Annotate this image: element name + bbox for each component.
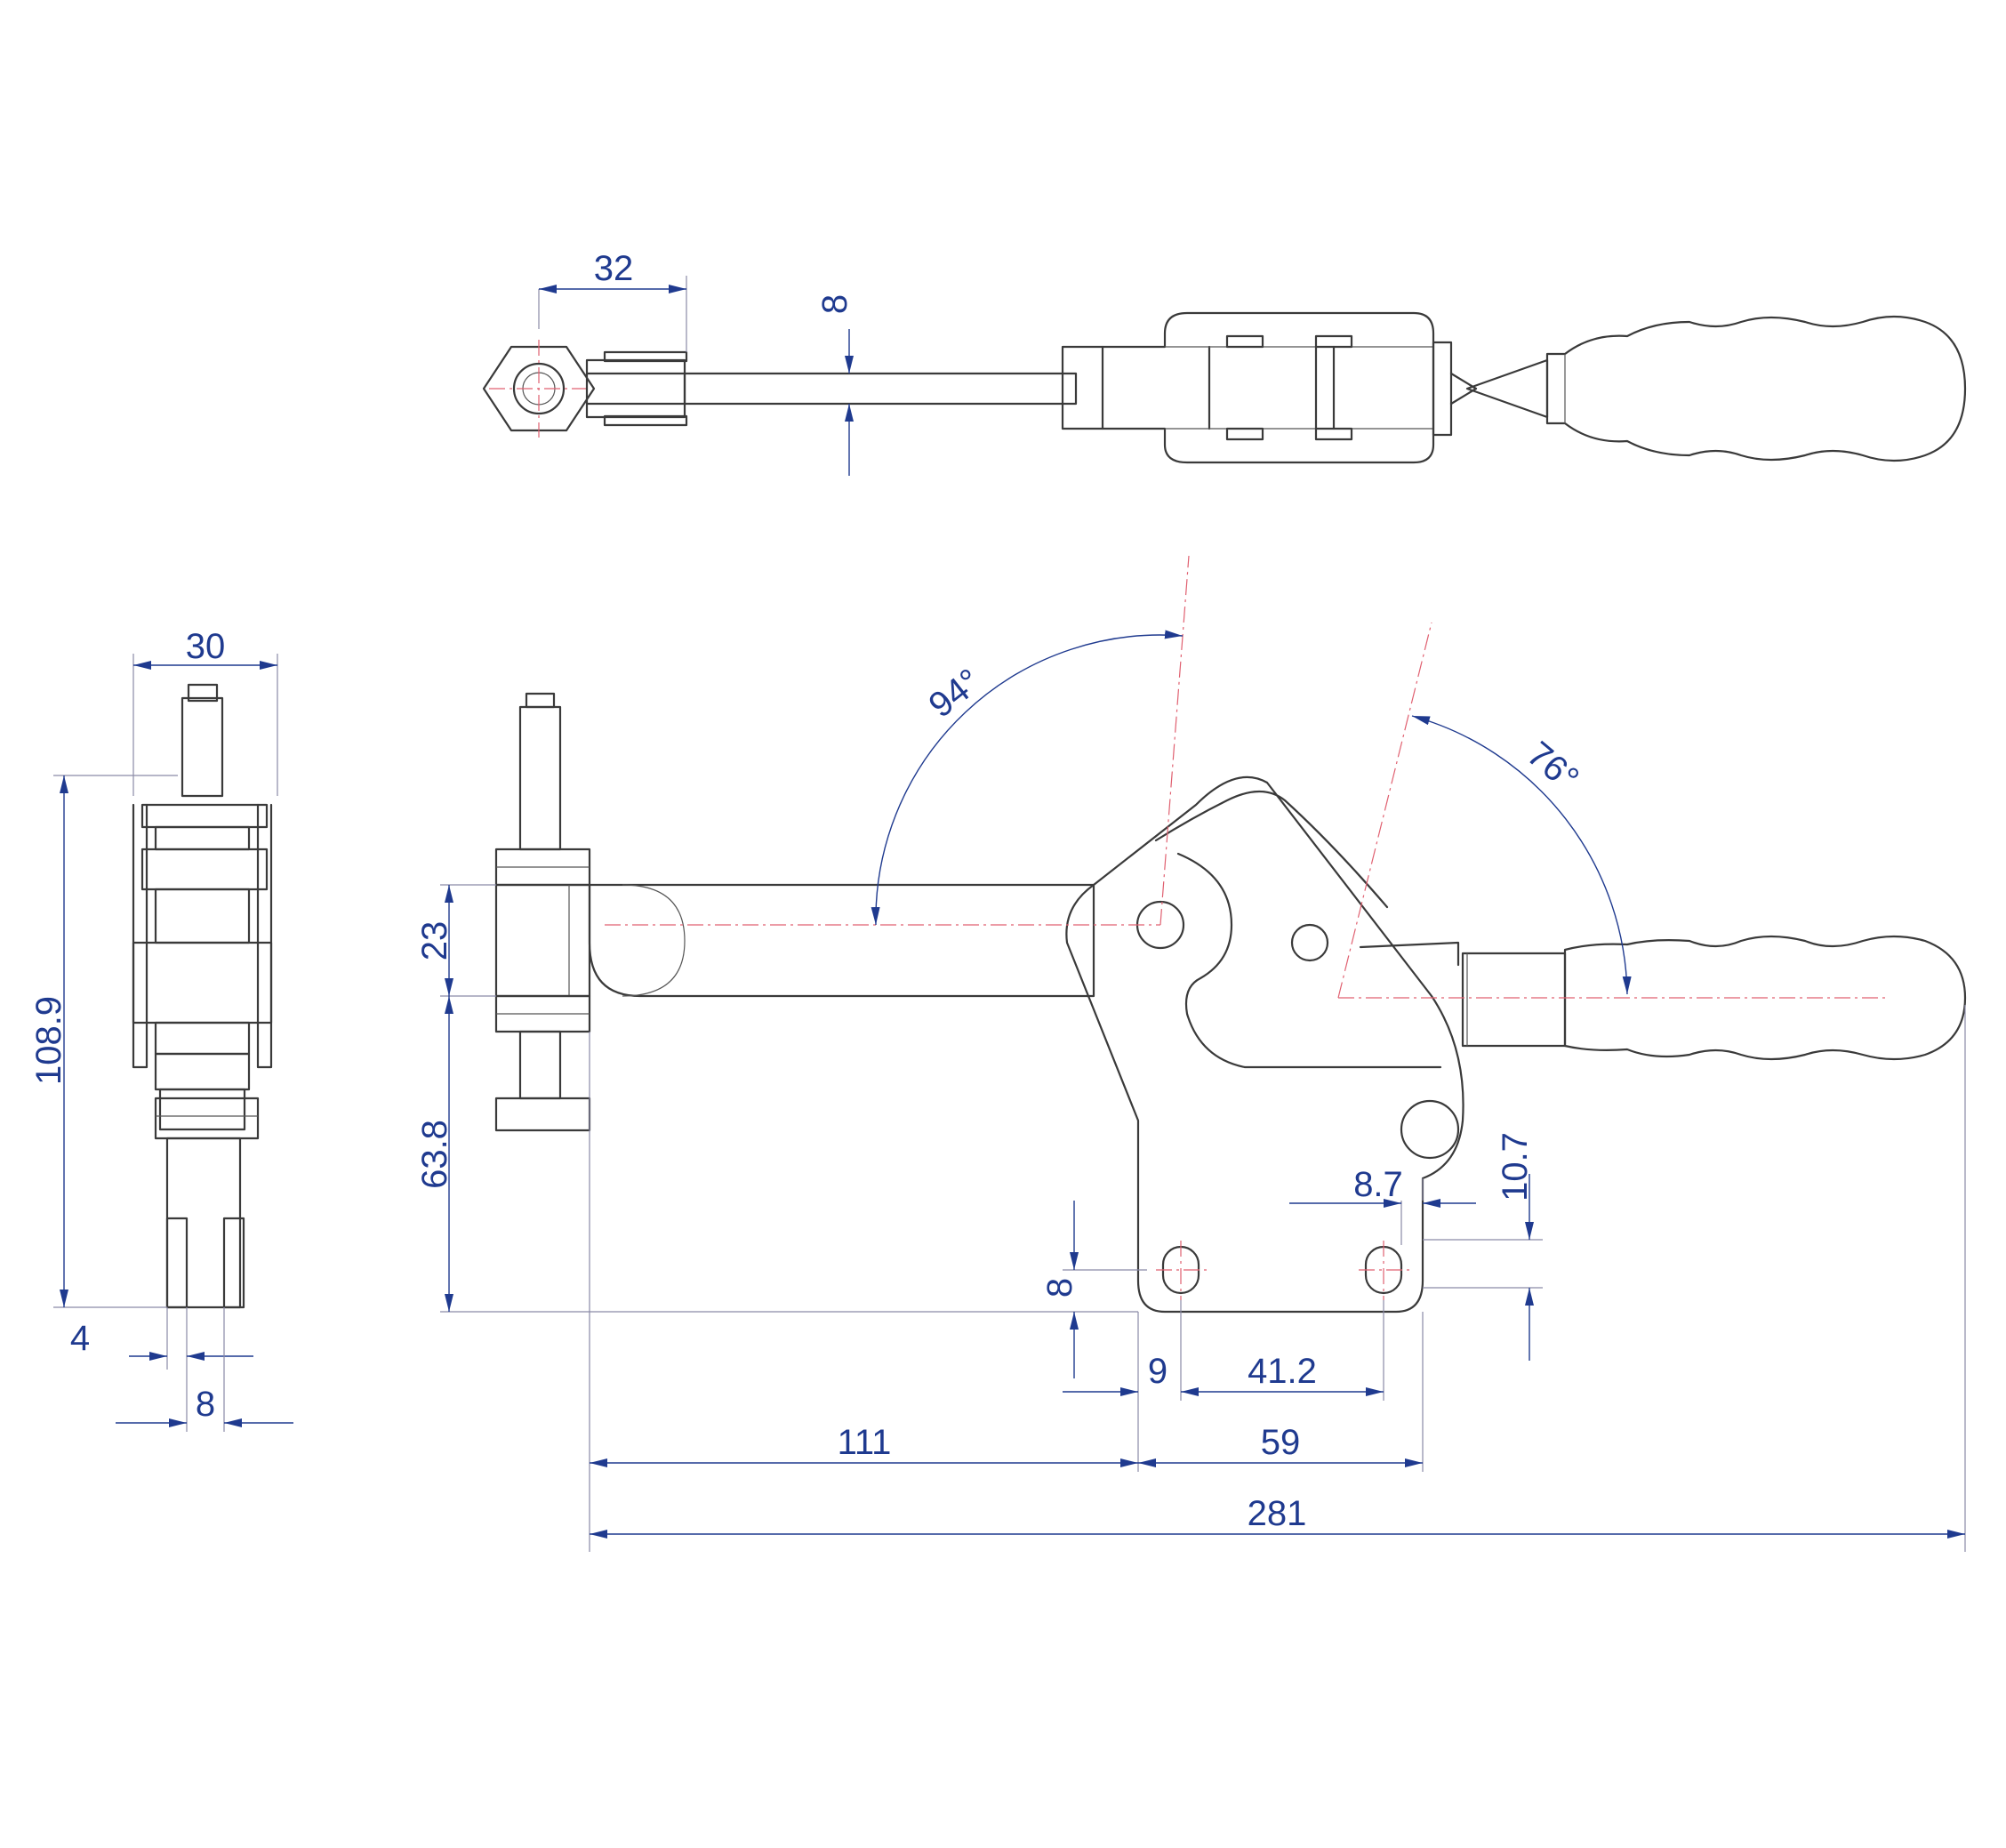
- dimension-63-8-label: 63.8: [415, 1120, 454, 1189]
- dimension-base-8: 8: [1040, 1201, 1147, 1378]
- top-view-handle: [1449, 315, 1967, 462]
- dimension-32: 32: [538, 249, 687, 352]
- dimension-30: 30: [132, 627, 278, 796]
- dimension-30-label: 30: [186, 627, 226, 666]
- dimension-8-7: 8.7: [1289, 1165, 1476, 1245]
- front-view-clamp-arm: [588, 883, 1095, 998]
- top-view-clamp-arm: [585, 350, 1078, 427]
- dimension-108-9: 108.9: [29, 775, 178, 1308]
- side-view-body: [132, 683, 273, 1309]
- dimension-base-8-label: 8: [1040, 1278, 1079, 1298]
- front-view-base-body: [1065, 775, 1464, 1314]
- dimension-23-label: 23: [415, 921, 454, 961]
- dimension-9-label: 9: [1148, 1352, 1167, 1391]
- dimension-angle-94-label: 94°: [922, 662, 989, 726]
- front-view: 23 63.8 94° 76° 8.7: [415, 555, 1967, 1552]
- dimension-10-7: 10.7: [1423, 1132, 1543, 1361]
- dimension-angle-94: 94°: [871, 630, 1184, 926]
- dimension-4: 4: [70, 1307, 253, 1370]
- dimension-59-label: 59: [1261, 1423, 1301, 1462]
- front-view-spindle: [494, 692, 591, 1132]
- dimension-angle-76-label: 76°: [1520, 735, 1586, 799]
- dimension-111-59: 111 59: [589, 1032, 1424, 1552]
- front-view-centerlines: [605, 555, 1885, 1300]
- dimension-9-41-2: 9 41.2: [1063, 1300, 1384, 1472]
- dimension-side-8-label: 8: [196, 1385, 215, 1424]
- dimension-8-7-label: 8.7: [1353, 1165, 1403, 1204]
- top-view: 32 8: [482, 249, 1967, 476]
- dimension-top-8: 8: [815, 294, 855, 476]
- dimension-4-label: 4: [70, 1319, 90, 1358]
- dimension-63-8: 63.8: [415, 996, 1138, 1313]
- dimension-side-8: 8: [116, 1307, 293, 1432]
- dimension-281-label: 281: [1248, 1494, 1307, 1533]
- side-view: 30 108.9 4 8: [29, 627, 293, 1432]
- dimension-10-7-label: 10.7: [1496, 1132, 1535, 1201]
- dimension-32-label: 32: [594, 249, 634, 288]
- dimension-281: 281: [590, 1005, 1966, 1552]
- dimension-23: 23: [415, 884, 496, 997]
- dimension-111-label: 111: [838, 1423, 892, 1462]
- dimension-108-9-label: 108.9: [29, 996, 68, 1085]
- top-view-spindle-nut: [482, 340, 596, 438]
- dimension-41-2-label: 41.2: [1248, 1352, 1317, 1391]
- top-view-base: [1061, 311, 1453, 464]
- dimension-top-8-label: 8: [815, 294, 855, 314]
